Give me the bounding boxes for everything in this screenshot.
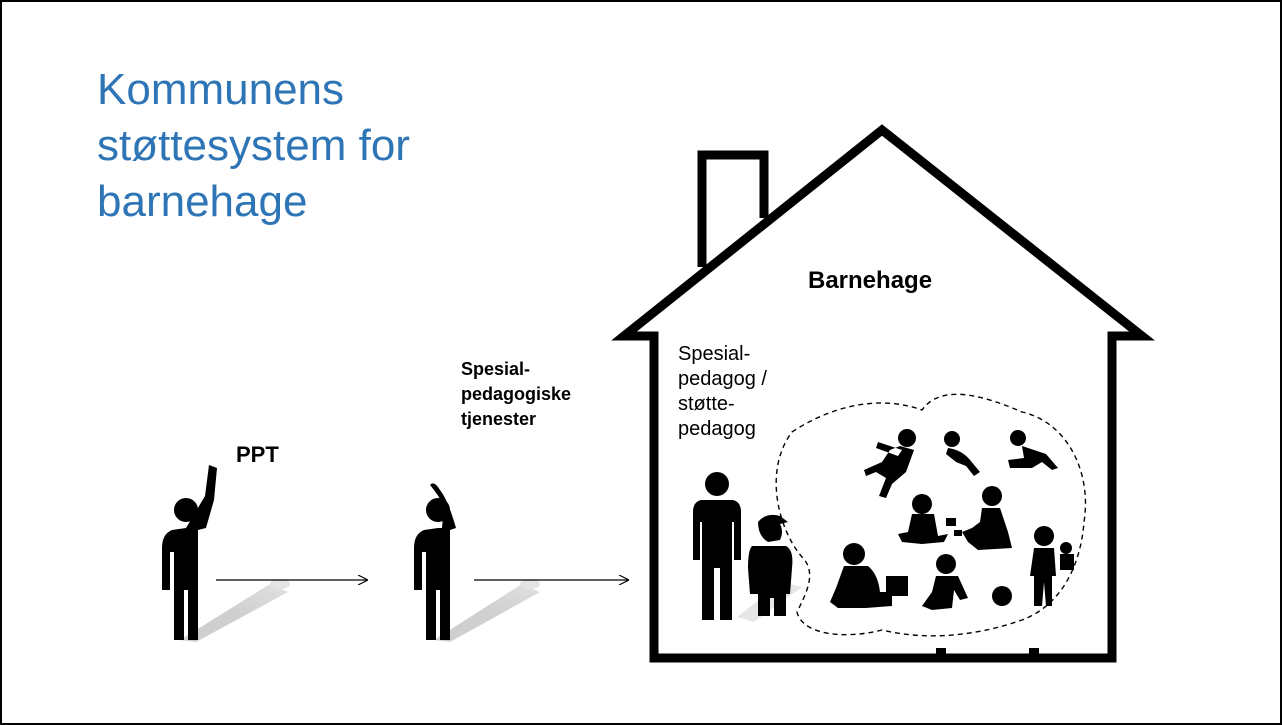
house-floor-mark-right bbox=[1029, 648, 1039, 654]
child-sitting-book-icon bbox=[830, 543, 908, 608]
kindergarten-label: Barnehage bbox=[808, 267, 933, 294]
children-group-outline bbox=[775, 393, 1087, 637]
children-playing-icon bbox=[898, 486, 1012, 550]
ppt-person-waving-icon bbox=[162, 465, 217, 640]
child-jumping-icon bbox=[864, 429, 916, 498]
ppt-shadow bbox=[180, 579, 290, 642]
staff-adult-silhouette-icon bbox=[693, 472, 741, 620]
services-person-waving-icon bbox=[414, 483, 456, 640]
kindergarten-house-icon bbox=[611, 124, 1155, 663]
slide-title: Kommunens støttesystem for barnehage bbox=[97, 65, 410, 226]
child-crawling-icon bbox=[1008, 430, 1058, 470]
staff-child-silhouette-icon bbox=[748, 514, 793, 616]
child-with-teddy-icon bbox=[1030, 526, 1074, 606]
ppt-label: PPT bbox=[236, 442, 279, 467]
child-lying-icon bbox=[944, 431, 980, 476]
services-shadow bbox=[434, 579, 540, 642]
house-floor-mark-left bbox=[936, 648, 946, 654]
children-silhouettes bbox=[830, 429, 1074, 610]
child-with-ball-icon bbox=[922, 554, 1012, 610]
special-services-label: Spesial- pedagogiske tjenester bbox=[461, 359, 572, 429]
special-staff-label: Spesial- pedagog / støtte- pedagog bbox=[678, 343, 767, 440]
